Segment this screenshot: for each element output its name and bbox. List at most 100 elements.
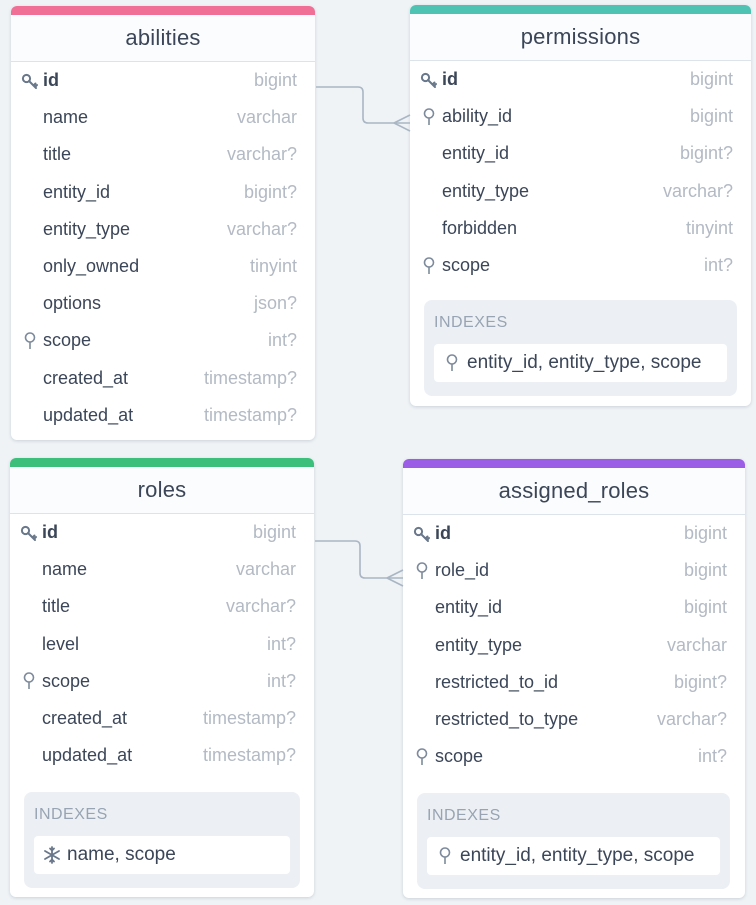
- column-name: name: [42, 559, 88, 580]
- column-icon-empty: [21, 406, 39, 424]
- column-type: json?: [253, 293, 297, 314]
- column-options[interactable]: options json?: [11, 285, 315, 322]
- key-icon: [20, 524, 38, 542]
- index-pin-icon: [420, 107, 438, 126]
- index-columns: entity_id, entity_type, scope: [460, 845, 695, 866]
- column-type: bigint?: [679, 143, 733, 164]
- index-row[interactable]: name, scope: [34, 836, 290, 874]
- column-type: bigint: [683, 523, 727, 544]
- column-name: entity_id: [435, 597, 503, 618]
- column-icon-empty: [420, 219, 438, 237]
- column-type: varchar?: [226, 144, 297, 165]
- column-name: entity_id: [442, 143, 510, 164]
- column-type: bigint?: [243, 181, 297, 202]
- column-type: varchar?: [662, 180, 733, 201]
- column-type: int?: [697, 746, 727, 767]
- column-name: options: [43, 293, 102, 314]
- key-icon: [420, 71, 438, 89]
- key-icon: [413, 525, 431, 543]
- column-type: tinyint: [685, 217, 733, 238]
- index-row[interactable]: entity_id, entity_type, scope: [434, 344, 727, 382]
- column-name: title: [42, 596, 71, 617]
- column-icon-empty: [21, 109, 39, 127]
- column-icon-empty: [21, 183, 39, 201]
- index-row[interactable]: entity_id, entity_type, scope: [427, 837, 720, 875]
- column-id[interactable]: id bigint: [403, 515, 745, 552]
- column-name: restricted_to_type: [435, 709, 579, 730]
- column-type: timestamp?: [203, 367, 297, 388]
- column-name: only_owned: [43, 256, 140, 277]
- column-name: title: [43, 144, 72, 165]
- index-pin-icon: [20, 672, 38, 690]
- column-icon-empty: [21, 146, 39, 164]
- column-icon-empty: [20, 561, 38, 579]
- column-scope[interactable]: scope int?: [403, 738, 745, 775]
- index-pin-icon: [413, 561, 431, 580]
- column-name: id: [435, 523, 451, 544]
- relation-abilities-permissions[interactable]: [316, 86, 411, 132]
- column-scope[interactable]: scope int?: [11, 322, 315, 359]
- relation-roles-assigned-roles[interactable]: [315, 540, 404, 587]
- column-name: scope: [42, 670, 91, 691]
- column-name: scope: [435, 746, 484, 767]
- table-title: abilities: [11, 6, 315, 62]
- indexes-section: INDEXES entity_id, entity_type, scope: [417, 793, 730, 889]
- index-pin-icon: [420, 256, 438, 275]
- column-icon-empty: [21, 295, 39, 313]
- column-entity-id[interactable]: entity_id bigint?: [410, 135, 751, 172]
- column-title[interactable]: title varchar?: [10, 588, 314, 625]
- column-name: name: [43, 107, 89, 128]
- column-type: timestamp?: [202, 708, 296, 729]
- column-type: varchar?: [225, 596, 296, 617]
- column-name: id: [42, 522, 58, 543]
- unique-snowflake-icon: [42, 845, 62, 865]
- column-type: int?: [267, 330, 297, 351]
- indexes-title: INDEXES: [427, 807, 501, 824]
- column-icon-empty: [20, 710, 38, 728]
- column-name: scope: [43, 330, 92, 351]
- column-id[interactable]: id bigint: [11, 62, 315, 99]
- column-type: int?: [703, 255, 733, 276]
- column-title[interactable]: title varchar?: [11, 136, 315, 173]
- column-name: id: [43, 70, 59, 91]
- key-icon: [21, 72, 39, 90]
- column-type: bigint: [253, 70, 297, 91]
- column-type: bigint: [683, 560, 727, 581]
- column-type: bigint: [689, 106, 733, 127]
- column-name: id: [442, 69, 458, 90]
- index-columns: entity_id, entity_type, scope: [467, 352, 702, 373]
- column-icon-empty: [20, 598, 38, 616]
- column-type: timestamp?: [203, 404, 297, 425]
- column-type: bigint?: [673, 671, 727, 692]
- indexes-section: INDEXES entity_id, entity_type, scope: [424, 300, 737, 396]
- table-title: roles: [10, 458, 314, 514]
- column-name: entity_type: [435, 634, 523, 655]
